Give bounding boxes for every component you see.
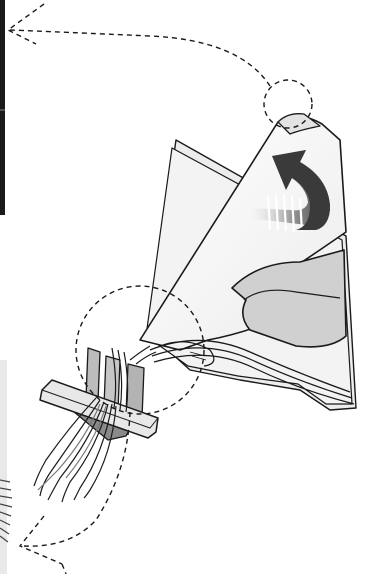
bottom-left-inset bbox=[0, 360, 12, 574]
corner-callout bbox=[10, 30, 312, 128]
callout-arrowheads bbox=[8, 4, 66, 574]
top-left-inset bbox=[0, 0, 5, 215]
folded-bag bbox=[140, 114, 356, 410]
